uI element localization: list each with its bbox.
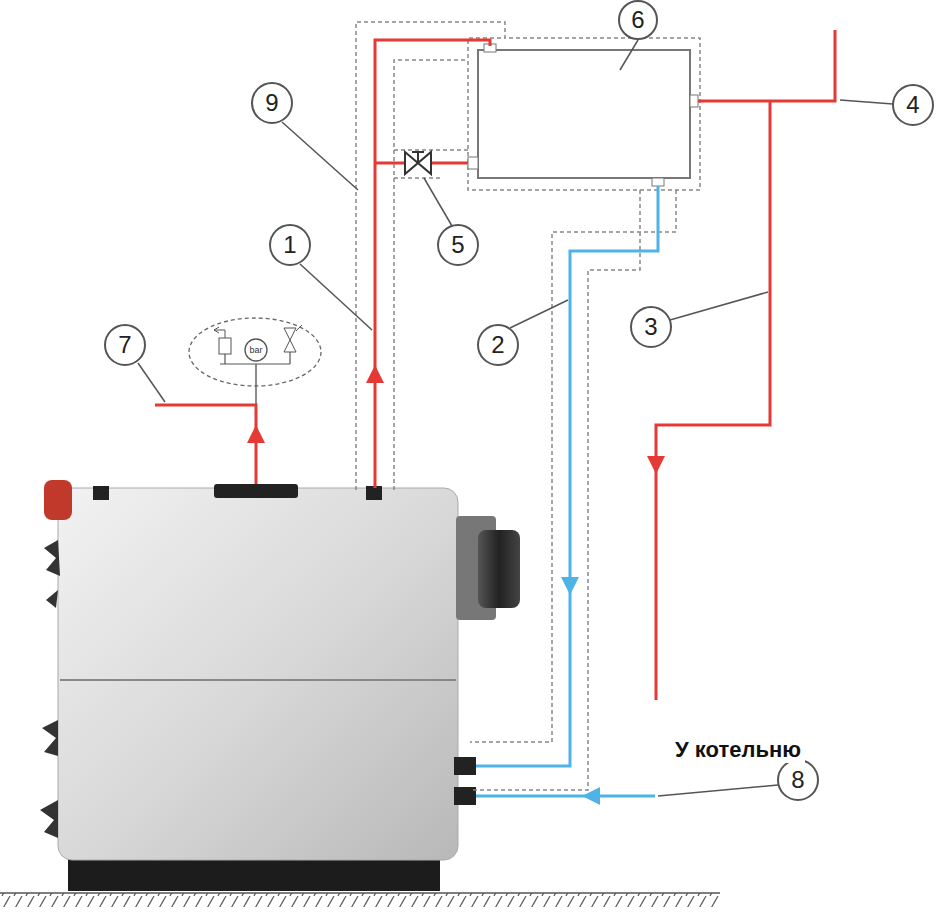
return-stub (454, 757, 476, 775)
valve-handle (412, 151, 424, 153)
flow-arrow (647, 456, 665, 474)
safety-valve (284, 328, 296, 352)
vent-arrow (214, 327, 225, 338)
ground-line (0, 892, 720, 894)
top-stub (366, 486, 382, 500)
leader-line (138, 40, 893, 796)
boiler-edge (40, 540, 60, 838)
callout-number: 4 (906, 93, 919, 117)
burner (478, 530, 520, 608)
callout-number: 9 (265, 91, 278, 115)
safety-line (255, 364, 257, 405)
boiler-split (60, 679, 456, 681)
boiler-red-corner (44, 480, 72, 520)
valve-stem (417, 152, 419, 163)
flow-arrow (561, 577, 579, 595)
manometer (245, 339, 267, 361)
callout-circle (105, 1, 933, 800)
gauge-unit: bar (249, 346, 262, 355)
ground-hatch (0, 893, 720, 907)
tank-port (468, 157, 478, 169)
top-flange (214, 484, 298, 498)
callout-number: 8 (791, 768, 804, 792)
heat-exchanger (478, 50, 690, 178)
flow-arrow (582, 787, 600, 805)
hot-pipe (155, 30, 835, 700)
cold-pipe (476, 186, 658, 796)
callout-number: 5 (451, 233, 464, 257)
safety-valve-spring (296, 325, 302, 331)
flow-arrow (247, 425, 265, 443)
return-stub (454, 787, 476, 805)
tank-port (690, 95, 698, 107)
tank-port (652, 178, 664, 186)
callout-number: 6 (631, 8, 644, 32)
valve-symbol (405, 152, 431, 174)
flow-arrow (366, 365, 384, 383)
callout-number: 1 (283, 233, 296, 257)
vent-symbol (219, 338, 231, 354)
callout-number: 3 (644, 315, 657, 339)
callout-number: 2 (491, 333, 504, 357)
callout-number: 7 (118, 333, 131, 357)
boiler-body (58, 488, 458, 860)
destination-label: У котельню (671, 737, 805, 763)
safety-group-outline (189, 318, 321, 386)
top-stub (93, 486, 109, 500)
insulation-dashed (356, 22, 700, 790)
